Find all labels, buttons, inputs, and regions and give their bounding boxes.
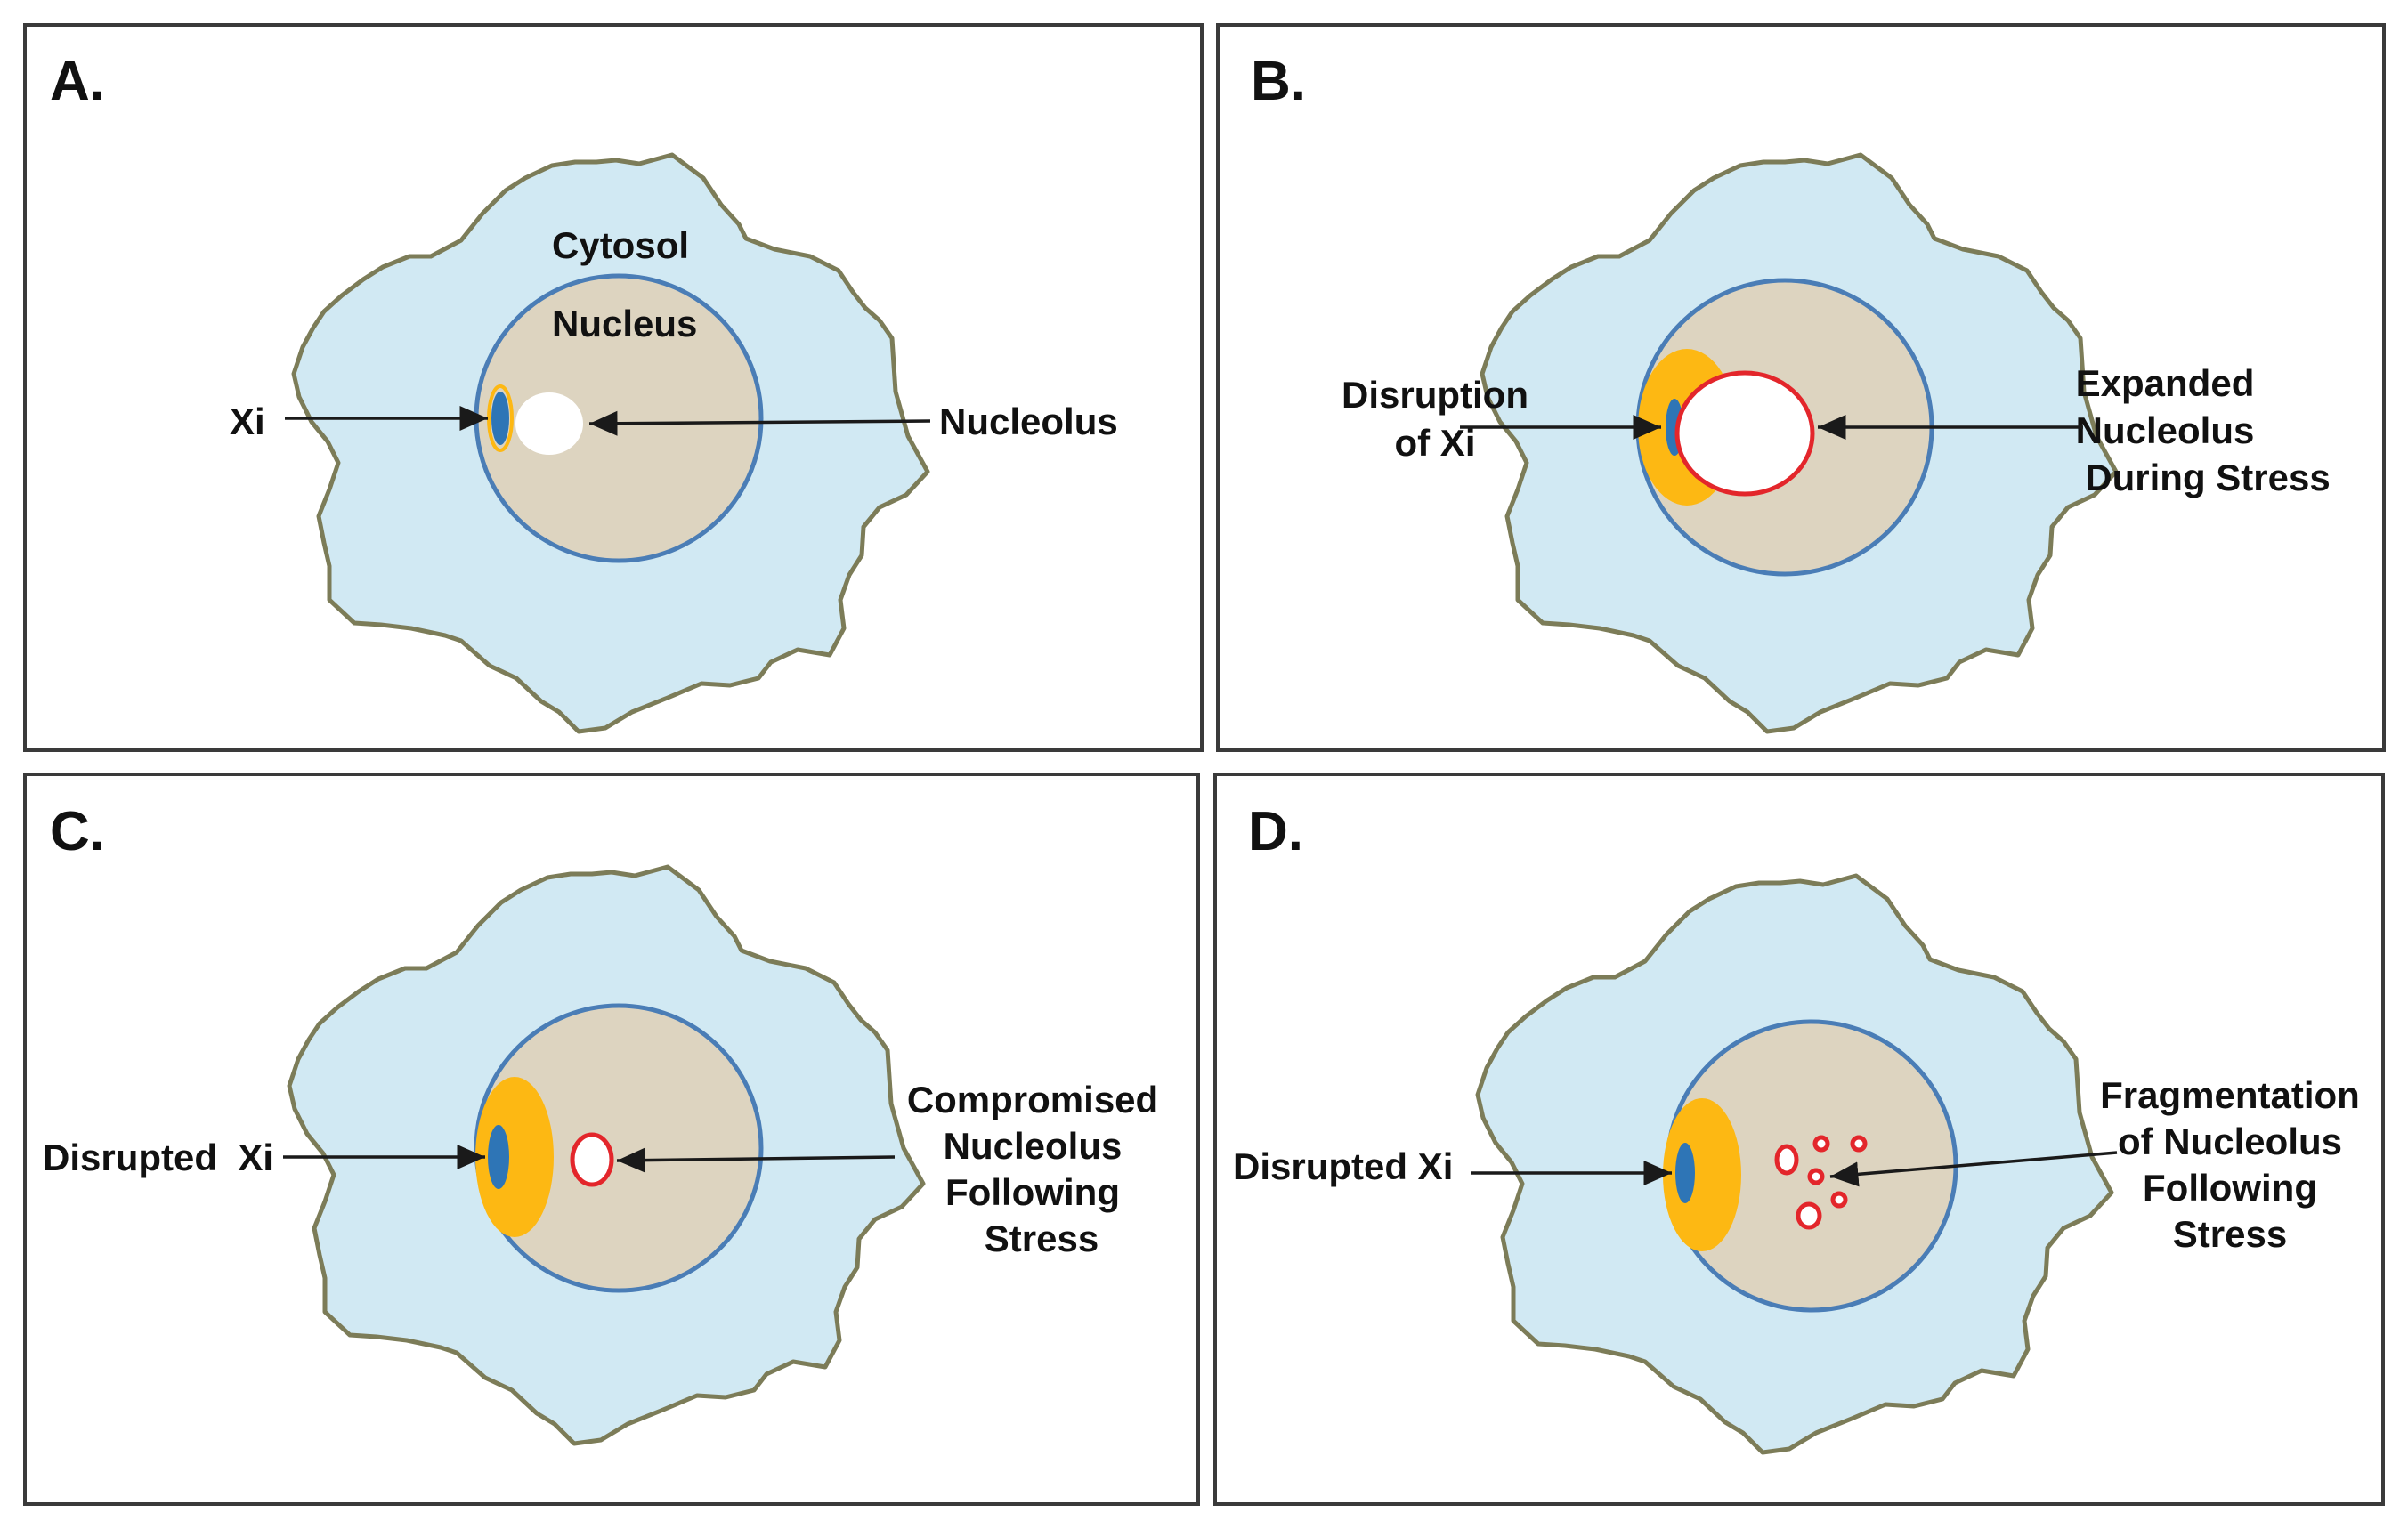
panel-d-nucleolus-label-line-4: Stress xyxy=(2173,1213,2287,1255)
panel-c-nucleolus-label-line-1: Compromised xyxy=(907,1079,1158,1120)
panel-c-nucleolus xyxy=(570,1132,614,1187)
panel-d-nucleolus-fragment-5 xyxy=(1830,1191,1848,1209)
panel-d-nucleolus-label-line-1: Fragmentation xyxy=(2100,1074,2360,1116)
panel-a-letter: A. xyxy=(50,51,105,112)
panel-c-nucleolus-label-line-3: Following xyxy=(945,1171,1120,1213)
panel-a-xi xyxy=(491,392,509,445)
panel-d-nucleolus-fragment-3 xyxy=(1850,1135,1868,1153)
panel-a-nucleolus xyxy=(515,392,583,455)
panel-a-cytosol-label: Cytosol xyxy=(552,224,689,266)
panel-d-nucleolus-fragment-1 xyxy=(1774,1144,1799,1176)
panel-b-nucleolus-label-line-3: During Stress xyxy=(2085,457,2330,498)
panel-d-nucleolus-label-line-3: Following xyxy=(2143,1167,2317,1209)
panel-c-xi-halo xyxy=(475,1077,554,1237)
panel-b-nucleolus-label-line-2: Nucleolus xyxy=(2076,409,2255,451)
panel-d-letter: D. xyxy=(1248,801,1303,862)
panel-d-nucleolus-label-line-2: of Nucleolus xyxy=(2118,1120,2342,1162)
panel-a-nucleus-label: Nucleus xyxy=(552,303,697,344)
panel-a-xi-ring xyxy=(487,384,514,452)
panel-a: A. Cytosol Nucleus Xi Nucleolus xyxy=(23,23,1204,752)
panel-d-xi-halo xyxy=(1663,1098,1741,1251)
panel-d-nucleolus-fragment-2 xyxy=(1812,1135,1830,1153)
panel-d-xi xyxy=(1675,1143,1695,1203)
panel-c-nucleolus-arrow xyxy=(616,1147,896,1173)
panel-d: D. Disrupted Xi Fragmentation of Nucleol… xyxy=(1213,773,2385,1506)
panel-a-nucleolus-label: Nucleolus xyxy=(939,400,1118,442)
panel-d-nucleolus-fragment-4 xyxy=(1807,1168,1825,1185)
panel-b-xi-label-line-2: of Xi xyxy=(1395,422,1476,464)
panel-b: B. Disruption of Xi Expanded Nucleolus D… xyxy=(1216,23,2386,752)
panel-a-xi-label: Xi xyxy=(230,400,265,442)
panel-a-nucleolus-arrow xyxy=(588,410,931,436)
panel-d-xi-label: Disrupted Xi xyxy=(1233,1145,1453,1187)
panel-b-xi-label-line-1: Disruption xyxy=(1342,374,1528,416)
panel-c-xi xyxy=(488,1125,509,1189)
panel-b-nucleolus xyxy=(1674,370,1815,497)
panel-b-letter: B. xyxy=(1251,51,1306,112)
panel-c-xi-label: Disrupted Xi xyxy=(43,1137,273,1178)
panel-c-letter: C. xyxy=(50,801,105,862)
panel-c: C. Disrupted Xi Compromised Nucleolus Fo… xyxy=(23,773,1200,1506)
panel-b-nucleolus-label-line-1: Expanded xyxy=(2076,362,2255,404)
panel-c-nucleolus-label-line-2: Nucleolus xyxy=(944,1125,1123,1167)
panel-c-nucleolus-label-line-4: Stress xyxy=(985,1218,1099,1259)
panel-d-nucleolus-fragment-6 xyxy=(1796,1201,1822,1230)
panel-d-nucleolus-arrow xyxy=(1829,1151,2118,1187)
